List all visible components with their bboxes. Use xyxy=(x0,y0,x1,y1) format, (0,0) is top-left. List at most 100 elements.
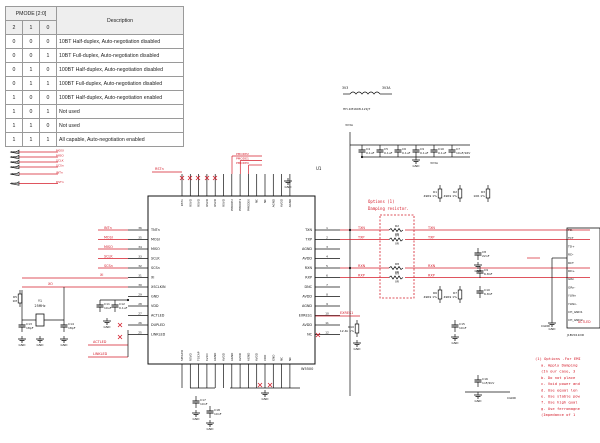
ground-label: GND xyxy=(37,343,45,347)
no-connect-icon xyxy=(204,175,210,181)
net-label: SCLK xyxy=(104,255,113,259)
chip-pin-label: AGND xyxy=(302,304,312,308)
res-value: 49R9 1% xyxy=(443,295,457,299)
res-value: 49R9 1% xyxy=(443,194,457,198)
chip-pin-label: LINKLED xyxy=(151,333,166,337)
chip-pin-label: RXN xyxy=(305,266,313,270)
res-value: 0R xyxy=(395,270,399,274)
input-port-icon xyxy=(9,171,20,177)
resistor-icon xyxy=(354,323,360,334)
chip-pin-label: GND xyxy=(151,295,159,299)
cap-ref: C17 xyxy=(200,398,206,402)
chip-pin-label: 1V2O xyxy=(205,353,209,361)
res-ref: R5 xyxy=(13,295,17,299)
chip-pin-label: EXRES1 xyxy=(299,314,312,318)
pin-number: 36 xyxy=(138,226,142,230)
note-line: c. Void power and xyxy=(541,381,580,386)
ground-label: GND xyxy=(475,399,483,403)
resistor-icon xyxy=(388,237,404,242)
chip-pin-label: XI xyxy=(151,276,154,280)
chip-pin-label: TXP xyxy=(305,238,312,242)
cap-value: 10nF xyxy=(200,402,208,406)
net-label: XO xyxy=(48,282,53,286)
connector-pin-label: GRn xyxy=(568,277,574,281)
cap-ref: C6 xyxy=(402,147,406,151)
no-connect-icon xyxy=(195,175,201,181)
net-label: PMODE1 xyxy=(236,157,249,161)
ground-label: GND xyxy=(19,343,27,347)
cap-value: 18pF xyxy=(26,326,34,330)
res-ref: R7 xyxy=(453,291,457,295)
connector-pin-label: YLWn xyxy=(568,294,576,298)
ground-label: GND xyxy=(413,164,421,168)
cap-ref: C9 xyxy=(484,268,488,272)
net-label: LINKLED xyxy=(93,352,108,356)
connector-pin-label: TCT xyxy=(567,236,574,240)
rail-label: 3V3 xyxy=(342,86,348,90)
chip-pin-label: RSTn xyxy=(180,199,184,206)
chip-pin-label: AVDD xyxy=(280,199,284,207)
res-ref: R1 xyxy=(433,190,437,194)
note-line: e. Use stable pow xyxy=(541,394,581,399)
port-label: INTn xyxy=(11,172,18,176)
res-value: 0R xyxy=(395,280,399,284)
net-label: XI xyxy=(100,273,103,277)
crystal-ref: Y1 xyxy=(38,299,42,303)
net-label: MOSI xyxy=(104,236,113,240)
chip-pin-label: AGND xyxy=(246,353,250,361)
options-subtitle: Damping resistor. xyxy=(368,206,409,211)
chip-body xyxy=(147,195,316,365)
note-line: g. Use ferromagne xyxy=(541,406,581,411)
resistor-icon xyxy=(388,265,404,271)
res-ref: R4 xyxy=(395,234,399,238)
pin-number: 12 xyxy=(325,331,329,335)
no-connect-icon xyxy=(187,175,193,181)
junction-dot xyxy=(348,266,352,270)
net-label: SCSn xyxy=(56,163,64,167)
resistor-icon xyxy=(388,275,404,280)
port-label: MOSI xyxy=(11,150,19,154)
chip-pin-label: PMODE1 xyxy=(238,199,242,211)
ground-label: GND xyxy=(61,343,69,347)
chip-part: W5500 xyxy=(301,367,313,371)
net-label: SCLK xyxy=(56,158,65,162)
input-port-icon xyxy=(9,164,20,170)
components xyxy=(9,91,600,427)
resistor-icon xyxy=(388,227,404,233)
pin-number: 3 xyxy=(326,245,328,249)
pin-number: 10 xyxy=(325,312,329,316)
connector-pin-label: RCT xyxy=(568,261,574,265)
cap-value: 0.1uF xyxy=(384,151,393,155)
port-label: MISO xyxy=(11,155,19,159)
pmode-header: PMODE [2:0] xyxy=(5,6,57,21)
chip-pin-label: NC xyxy=(255,199,259,203)
chip-pin-label: NC xyxy=(307,333,313,337)
chip-pin-label: DUPLED xyxy=(151,323,165,327)
chip-pin-label: RSVD xyxy=(205,199,209,207)
pin-number: 35 xyxy=(138,236,142,240)
chip-ref: U1 xyxy=(316,166,322,171)
net-label: TXP xyxy=(427,236,434,240)
chip-pin-label: AVDD xyxy=(302,295,312,299)
cap-value: 18pF xyxy=(68,326,76,330)
no-connect-icon xyxy=(257,382,263,388)
connector-pin-label: TD- xyxy=(567,228,573,232)
cap-ref: C5 xyxy=(384,147,388,151)
cap-ref: C16 xyxy=(482,377,488,381)
ground-label: GND xyxy=(452,341,460,345)
cap-ref: C10 xyxy=(484,288,490,292)
cap-ref: C10 xyxy=(438,147,444,151)
connector-pin-label: CH_GND1 xyxy=(568,310,583,314)
connector-pin-label: RD- xyxy=(568,253,573,257)
chip-pin-label: PMODE0 xyxy=(246,199,250,211)
rail-label: 3V3A xyxy=(345,123,354,127)
net-label: PMODE2 xyxy=(236,152,249,156)
cap-value: 6.8nF xyxy=(484,292,493,296)
chip-pin-label: VDD xyxy=(263,355,267,361)
pin-number: 7 xyxy=(326,283,328,287)
